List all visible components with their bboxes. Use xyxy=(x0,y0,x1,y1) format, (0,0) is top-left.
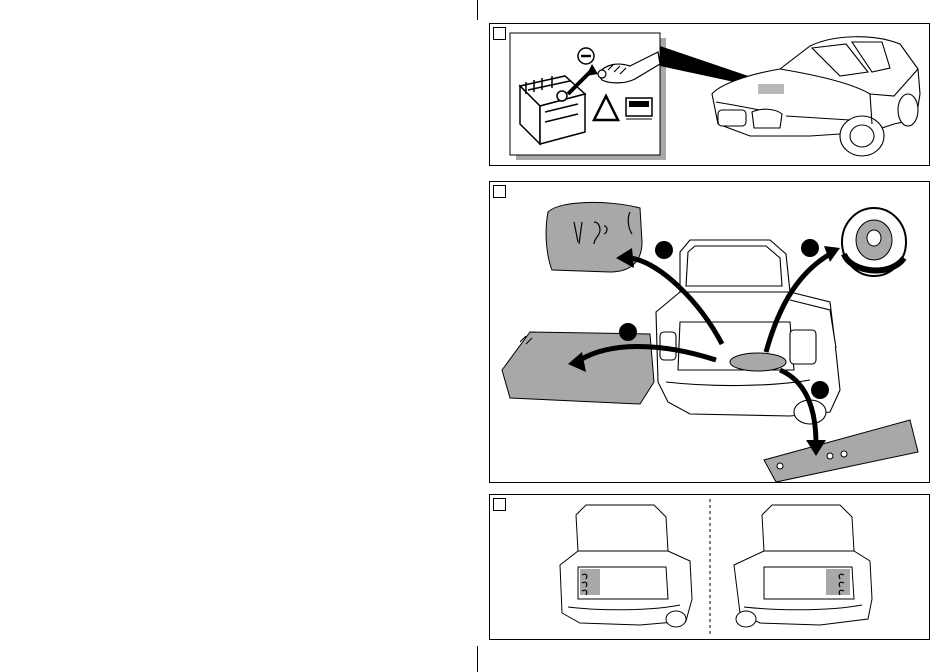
car-front-view xyxy=(712,37,920,156)
step-2-illustration xyxy=(490,182,931,484)
top-page-rule xyxy=(477,0,478,20)
minus-terminal-icon xyxy=(578,48,594,64)
manual-book-icon xyxy=(626,98,652,119)
step-3-illustration xyxy=(490,495,931,641)
right-trim-panel xyxy=(826,569,850,595)
step-3-panel xyxy=(489,494,930,640)
car-rear-trunk-left xyxy=(560,505,692,627)
step-1-illustration xyxy=(490,24,931,167)
foam-insert xyxy=(764,420,918,482)
step-2-panel xyxy=(489,181,930,483)
bottom-page-rule xyxy=(477,646,478,672)
spare-tire-icon xyxy=(842,208,906,276)
car-rear-trunk-right xyxy=(734,505,872,627)
trunk-floor-marker xyxy=(730,353,786,371)
step-1-panel xyxy=(489,23,930,166)
hood-marker xyxy=(758,84,784,94)
